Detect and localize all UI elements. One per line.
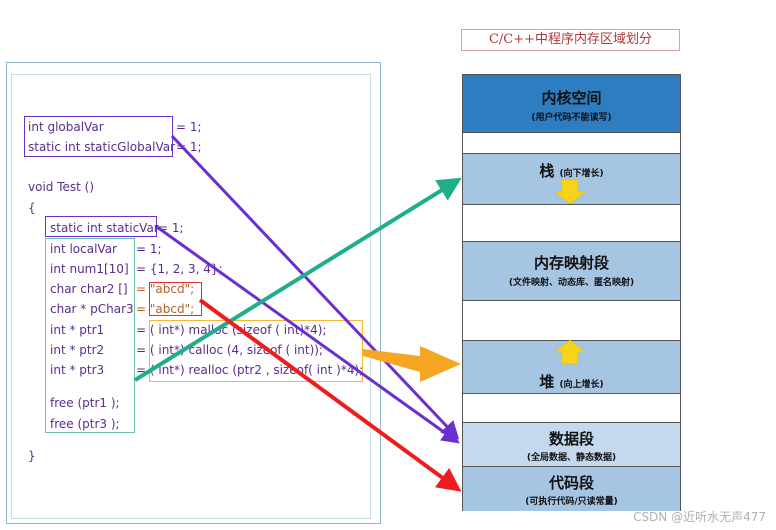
code-line-num1: int num1[10]	[50, 262, 129, 276]
stack-vars-highlight	[45, 238, 135, 433]
code-line-free-ptr3: free (ptr3 );	[50, 417, 120, 431]
code-line-globalvar: int globalVar	[28, 120, 104, 134]
arrow-locals-to-stack	[133, 177, 462, 382]
code-line-staticglobalvar: static int staticGlobalVar	[28, 140, 176, 154]
code-line-char2: char char2 []	[50, 282, 128, 296]
segment-kernel: 内核空间 (用户代码不能读写)	[463, 74, 680, 132]
code-line-ptr3: int * ptr3	[50, 363, 105, 377]
code-line-localvar-value: = 1;	[136, 242, 162, 256]
code-line-ptr1: int * ptr1	[50, 323, 105, 337]
code-line-char2-value: = "abcd";	[136, 282, 195, 296]
segment-code-subtitle: (可执行代码/只读常量)	[525, 497, 618, 507]
code-line-pchar3-value: = "abcd";	[136, 302, 195, 316]
segment-gap-2	[463, 204, 680, 241]
arrow-static-to-data	[156, 225, 460, 444]
segment-heap-subtitle: (向上增长)	[559, 380, 604, 390]
memory-layout: 内核空间 (用户代码不能读写) 栈 (向下增长) 内存映射段 (文件映射、动态库…	[462, 74, 681, 511]
code-line-open-brace: {	[28, 201, 36, 215]
diagram-title: C/C++中程序内存区域划分	[461, 29, 680, 51]
arrow-global-to-data	[170, 134, 460, 440]
arrow-alloc-to-heap	[363, 346, 461, 382]
code-line-void-test: void Test ()	[28, 180, 95, 194]
heap-grow-up-icon	[554, 339, 586, 365]
segment-gap-3	[463, 300, 680, 340]
code-line-pchar3: char * pChar3	[50, 302, 134, 316]
segment-gap-1	[463, 132, 680, 153]
code-panel	[6, 62, 381, 524]
static-var-highlight	[45, 216, 157, 237]
segment-mmap-subtitle: (文件映射、动态库、匿名映射)	[508, 278, 635, 288]
segment-stack-subtitle: (向下增长)	[559, 169, 604, 179]
segment-kernel-title: 内核空间	[541, 89, 602, 107]
code-line-globalvar-value: = 1;	[176, 120, 202, 134]
code-line-staticvar-value: = 1;	[158, 221, 184, 235]
arrow-literal-to-code	[198, 298, 462, 492]
segment-gap-4	[463, 393, 680, 422]
code-line-staticvar: static int staticVar	[50, 221, 159, 235]
watermark: CSDN @近听水无声477	[633, 510, 766, 524]
code-line-free-ptr1: free (ptr1 );	[50, 396, 120, 410]
segment-data-subtitle: (全局数据、静态数据)	[526, 453, 617, 463]
code-line-localvar: int localVar	[50, 242, 117, 256]
code-line-num1-value: = {1, 2, 3, 4};	[136, 262, 223, 276]
code-line-close-brace: }	[28, 449, 36, 463]
segment-stack-title: 栈	[539, 162, 555, 180]
segment-heap-title: 堆	[539, 373, 555, 391]
segment-mmap: 内存映射段 (文件映射、动态库、匿名映射)	[463, 241, 680, 300]
code-line-ptr2: int * ptr2	[50, 343, 105, 357]
stack-grow-down-icon	[554, 179, 586, 205]
segment-code-title: 代码段	[548, 474, 594, 492]
segment-data-title: 数据段	[548, 430, 594, 448]
segment-code: 代码段 (可执行代码/只读常量)	[463, 466, 680, 511]
heap-alloc-highlight	[149, 320, 363, 382]
segment-mmap-title: 内存映射段	[533, 254, 609, 272]
segment-data: 数据段 (全局数据、静态数据)	[463, 422, 680, 466]
segment-kernel-subtitle: (用户代码不能读写)	[531, 113, 612, 123]
code-panel-inner	[11, 74, 371, 519]
